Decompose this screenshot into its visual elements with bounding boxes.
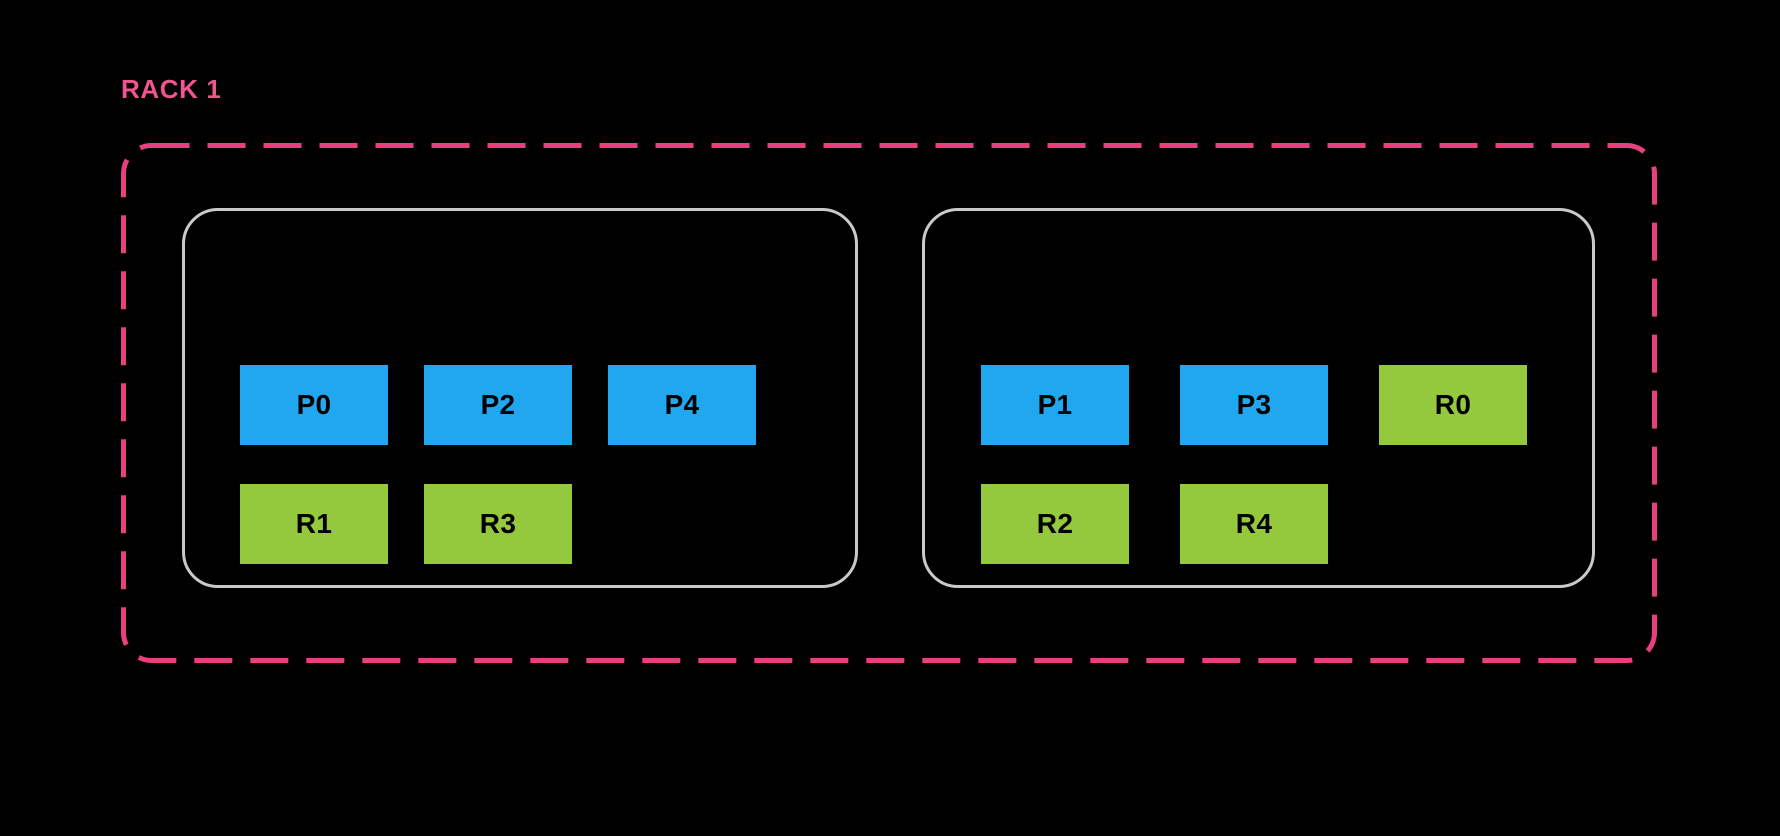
shard-block-p2[interactable]: P2 [424, 365, 572, 445]
shard-block-r0[interactable]: R0 [1379, 365, 1527, 445]
shard-block-r4[interactable]: R4 [1180, 484, 1328, 564]
shard-block-p3[interactable]: P3 [1180, 365, 1328, 445]
node-container-left [182, 208, 858, 588]
rack-label: RACK 1 [121, 74, 222, 104]
node-container-right [922, 208, 1595, 588]
shard-block-r2[interactable]: R2 [981, 484, 1129, 564]
shard-block-r3[interactable]: R3 [424, 484, 572, 564]
shard-block-p1[interactable]: P1 [981, 365, 1129, 445]
shard-block-p0[interactable]: P0 [240, 365, 388, 445]
shard-block-p4[interactable]: P4 [608, 365, 756, 445]
shard-block-r1[interactable]: R1 [240, 484, 388, 564]
rack-boundary [121, 143, 1657, 663]
